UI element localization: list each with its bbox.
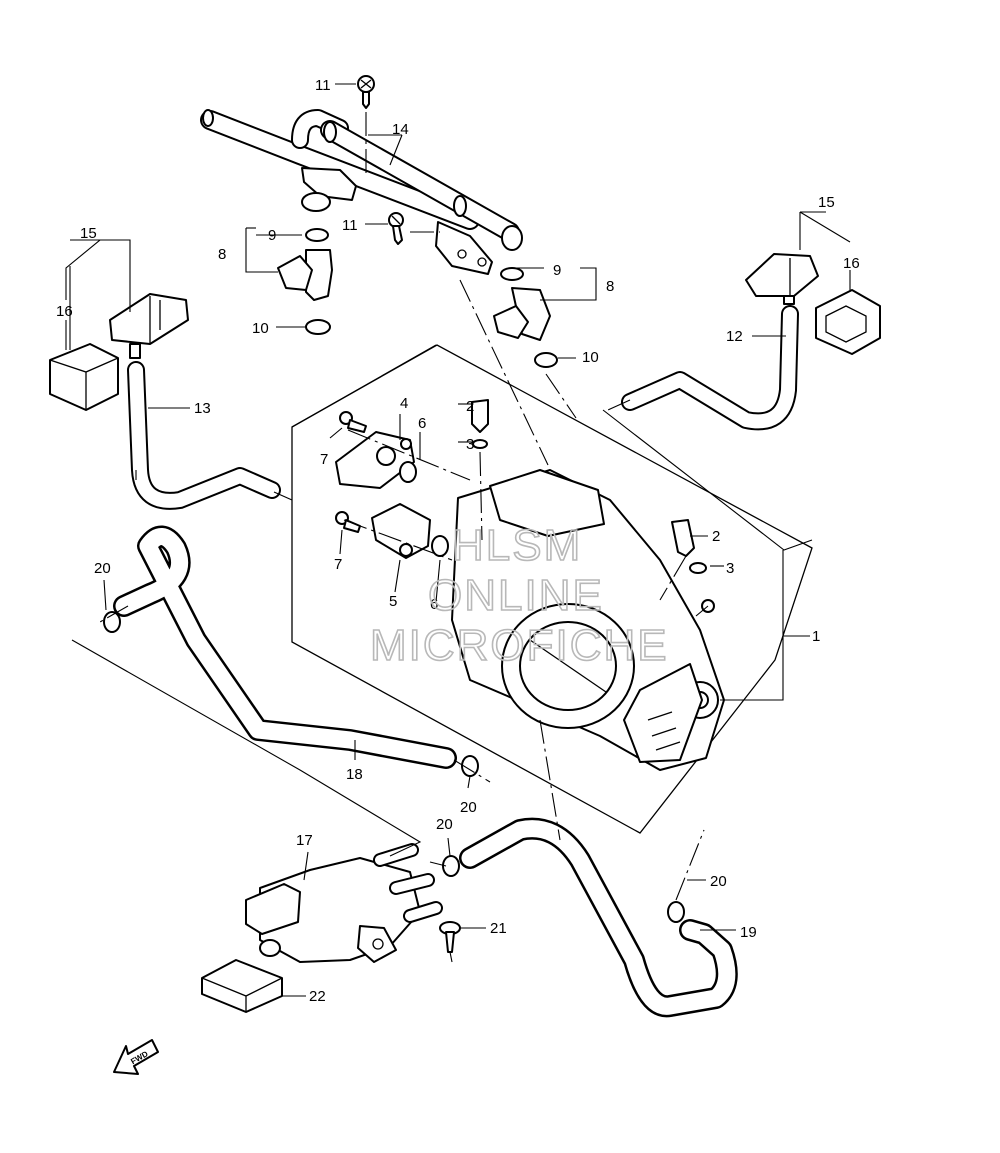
connector-icon [745,253,819,305]
watermark-line-2: ONLINE [428,571,604,620]
callout-16: 16 [56,303,73,320]
throttle-body-frame [291,344,813,834]
sensor-icon [371,503,431,559]
callout-labels: 1 2 2 3 3 4 5 6 6 7 7 8 8 9 9 10 10 11 1… [56,77,860,1005]
watermark: HLSM ONLINE MICROFICHE [369,520,669,671]
callout-13: 13 [194,400,211,417]
connector-cap-icon [815,289,881,355]
callout-8: 8 [606,278,614,295]
screw-icon [339,411,367,433]
callout-2: 2 [712,528,720,545]
o-ring-icon [399,461,417,483]
fuel-injector-icon [277,228,333,335]
callout-22: 22 [309,988,326,1005]
screw-icon [388,212,404,245]
fuel-rail [200,109,523,275]
hose-clip-icon [442,855,460,877]
callout-6: 6 [418,415,426,432]
throttle-body [451,469,725,771]
throttle-sensor-icon [335,431,415,489]
callout-18: 18 [346,766,363,783]
callout-1: 1 [812,628,820,645]
o-ring-icon [431,535,449,557]
callout-20: 20 [710,873,727,890]
leader-lines [65,83,851,997]
callout-7: 7 [334,556,342,573]
adjust-screw-icon [671,519,707,574]
callout-7: 7 [320,451,328,468]
callout-17: 17 [296,832,313,849]
hose-12 [621,305,799,431]
callout-4: 4 [400,395,408,412]
callout-9: 9 [553,262,561,279]
adjust-screw-icon [471,399,489,449]
screw-icon [439,921,461,953]
pad-icon [201,959,283,1013]
hose-13 [127,361,281,510]
fuel-injector-icon [493,267,558,368]
callout-15: 15 [818,194,835,211]
callout-14: 14 [392,121,409,138]
callout-11: 11 [342,217,358,234]
idle-speed-control [245,843,443,963]
callout-3: 3 [726,560,734,577]
callout-10: 10 [582,349,599,366]
callout-11: 11 [315,77,331,94]
watermark-line-1: HLSM [452,521,582,570]
callout-6: 6 [430,596,438,613]
callout-16: 16 [843,255,860,272]
callout-20: 20 [460,799,477,816]
callout-9: 9 [268,227,276,244]
screw-icon [357,75,375,109]
callout-12: 12 [726,328,743,345]
fwd-arrow-icon: FWD [113,1039,159,1075]
hose-clip-icon [667,901,685,923]
callout-21: 21 [490,920,507,937]
connector-icon [109,293,189,359]
callout-20: 20 [436,816,453,833]
callout-3: 3 [466,436,474,453]
callout-19: 19 [740,924,757,941]
callout-15: 15 [80,225,97,242]
hose-18 [113,525,457,769]
callout-2: 2 [466,398,474,415]
callout-10: 10 [252,320,269,337]
watermark-line-3: MICROFICHE [370,621,669,670]
callout-8: 8 [218,246,226,263]
connector-cap-icon [49,343,119,411]
callout-20: 20 [94,560,111,577]
callout-5: 5 [389,593,397,610]
hose-19 [459,817,738,1018]
